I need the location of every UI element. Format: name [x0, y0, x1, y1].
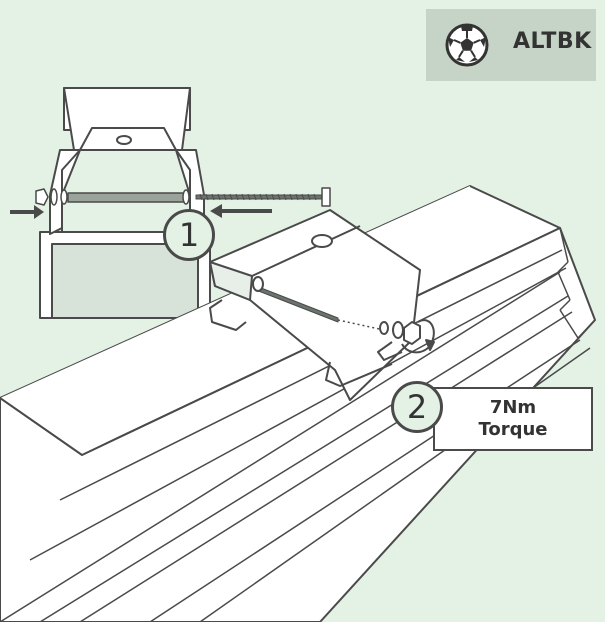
loose-bolt-head: [321, 187, 331, 207]
rail-groove-lines: [0, 227, 596, 622]
inset-nut: [35, 188, 49, 206]
soccer-ball-icon: [445, 23, 489, 67]
rail-left-face: [0, 227, 596, 622]
torque-value: 7Nm: [489, 397, 537, 418]
inset-bolt-end: [60, 189, 68, 205]
step-1-marker: 1: [163, 209, 215, 261]
bracket-hole: [311, 234, 333, 248]
top-screw: [116, 135, 132, 145]
torque-label: Torque: [478, 419, 548, 440]
main-bolt-head: [252, 276, 264, 292]
bracket-top-edge: [251, 225, 361, 277]
thread-marks: [199, 193, 317, 201]
bottom-clip: [325, 361, 393, 387]
torque-note: 7Nm Torque: [433, 387, 593, 451]
brand-name: ALTBK: [513, 29, 592, 54]
bracket-front-frame: [61, 149, 191, 233]
inset-bolt-head-end: [182, 189, 190, 205]
right-clip: [377, 341, 403, 361]
arrow-left: [210, 204, 272, 218]
main-washer-2: [392, 321, 404, 339]
main-washer-1: [379, 321, 389, 335]
inset-washer: [50, 188, 58, 206]
main-bracket: [209, 209, 435, 401]
main-nut: [403, 321, 421, 345]
inset-bolt-shaft: [67, 192, 187, 203]
step-2-marker: 2: [391, 381, 443, 433]
step1-arrows: [10, 204, 272, 219]
rotation-arrow-head: [425, 339, 435, 351]
bracket-side-face: [209, 261, 253, 301]
step1-inset: [35, 87, 331, 319]
left-clip: [209, 299, 247, 331]
rotation-arrow: [401, 319, 435, 354]
arrow-right: [10, 205, 44, 219]
